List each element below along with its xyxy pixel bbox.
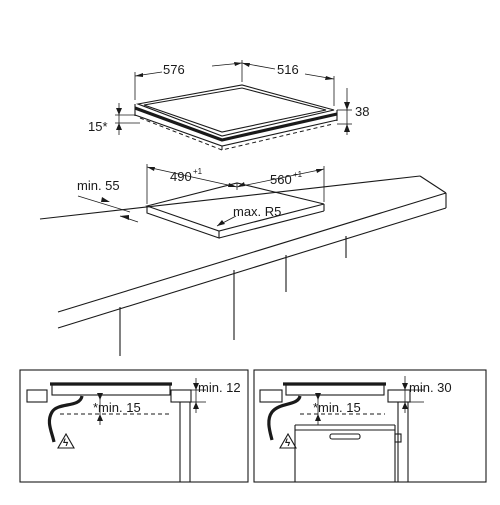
detail-left-frame bbox=[19, 369, 249, 483]
radius-r5: max. R5 bbox=[216, 204, 281, 227]
dim-560-label: 560 bbox=[270, 172, 292, 187]
detail-left-hazard-glyph: ϟ bbox=[63, 438, 69, 449]
detail-right-oven-handle bbox=[329, 433, 361, 440]
dim-15-arrow-top bbox=[116, 108, 122, 115]
dim-516-arrow-left bbox=[242, 63, 250, 67]
dim-min-55-label: min. 55 bbox=[77, 178, 120, 193]
hob-glass-top bbox=[135, 84, 335, 137]
dim-576-arrow-right bbox=[234, 62, 242, 66]
dim-560-tolerance: +1 bbox=[293, 170, 303, 179]
dim-516: 516 bbox=[241, 62, 335, 106]
dim-560: 560 +1 bbox=[236, 166, 325, 202]
detail-left-min15-arrow-top bbox=[97, 393, 103, 400]
worktop-back-edge bbox=[39, 175, 421, 220]
cutout-right-wall bbox=[218, 210, 325, 239]
dim-38-arrow-top bbox=[344, 102, 350, 110]
cutout-front-wall bbox=[146, 206, 220, 239]
detail-right-min15-label: *min. 15 bbox=[313, 400, 361, 415]
worktop bbox=[39, 175, 447, 356]
detail-right-power-cable-icon bbox=[267, 395, 302, 441]
worktop-front-top-edge bbox=[57, 192, 447, 313]
dim-490-tolerance: +1 bbox=[193, 167, 203, 176]
detail-right-electric-hazard-icon bbox=[279, 432, 297, 449]
detail-left-min15-label: *min. 15 bbox=[93, 400, 141, 415]
dim-516-arrow-right bbox=[325, 76, 334, 80]
dim-15: 15* bbox=[88, 103, 140, 135]
detail-right-hazard-glyph: ϟ bbox=[285, 438, 291, 449]
detail-left-min15-arrow-bottom bbox=[97, 414, 103, 421]
dim-560-arrow-left bbox=[237, 182, 245, 187]
dim-min-55: min. 55 bbox=[77, 178, 139, 223]
detail-right: ϟ *min. 15 min. 30 bbox=[253, 369, 487, 483]
dim-490-arrow-left bbox=[147, 167, 155, 171]
detail-left-min12-label: min. 12 bbox=[198, 380, 241, 395]
hob bbox=[134, 84, 338, 151]
dim-490-line bbox=[146, 166, 238, 188]
dim-560-line bbox=[236, 168, 325, 188]
dim-576: 576 bbox=[134, 60, 243, 100]
detail-left-worktop-right bbox=[170, 389, 192, 403]
detail-left-hob-body bbox=[51, 384, 171, 396]
detail-right-frame bbox=[253, 369, 487, 483]
dim-576-label: 576 bbox=[163, 62, 185, 77]
hob-frame-edge bbox=[134, 106, 338, 142]
dim-490-arrow-right bbox=[228, 183, 237, 187]
worktop-front-bottom-edge bbox=[57, 207, 447, 329]
detail-right-worktop-right bbox=[387, 389, 411, 403]
detail-right-min30-arrow-top bbox=[402, 383, 408, 390]
hob-hidden-edge bbox=[139, 117, 334, 151]
radius-r5-arrow bbox=[217, 220, 225, 226]
dim-min-55-arrow-top bbox=[101, 197, 110, 202]
detail-right-min15-arrow-bottom bbox=[315, 414, 321, 421]
dim-490: 490 +1 bbox=[146, 164, 238, 204]
detail-right-min15-arrow-top bbox=[315, 393, 321, 400]
detail-left-worktop-left bbox=[26, 389, 48, 403]
detail-left-electric-hazard-icon bbox=[57, 432, 75, 449]
dim-38-arrow-bottom bbox=[344, 124, 350, 132]
dim-516-label: 516 bbox=[277, 62, 299, 77]
detail-left: ϟ *min. 15 min. 12 bbox=[19, 369, 249, 483]
dim-490-label: 490 bbox=[170, 169, 192, 184]
hob-glass-inner bbox=[143, 87, 327, 133]
worktop-right-end bbox=[419, 175, 447, 194]
detail-left-min12-arrow-bottom bbox=[193, 402, 199, 409]
cutout bbox=[145, 182, 325, 239]
dim-15-label: 15* bbox=[88, 119, 108, 134]
dim-38: 38 bbox=[337, 88, 369, 135]
dim-15-arrow-bottom bbox=[116, 123, 122, 130]
dim-38-label: 38 bbox=[355, 104, 369, 119]
detail-right-worktop-left bbox=[259, 389, 283, 403]
detail-left-min12-arrow-top bbox=[193, 383, 199, 390]
detail-right-min30-arrow-bottom bbox=[402, 402, 408, 409]
dim-576-arrow-left bbox=[135, 73, 143, 77]
detail-right-min30-label: min. 30 bbox=[409, 380, 452, 395]
radius-r5-label: max. R5 bbox=[233, 204, 281, 219]
dim-min-55-leader bbox=[119, 215, 139, 223]
dim-560-arrow-right bbox=[316, 169, 324, 173]
detail-right-hob-body bbox=[285, 384, 385, 396]
dim-min-55-line bbox=[77, 195, 131, 213]
detail-left-power-cable-icon bbox=[47, 395, 84, 443]
